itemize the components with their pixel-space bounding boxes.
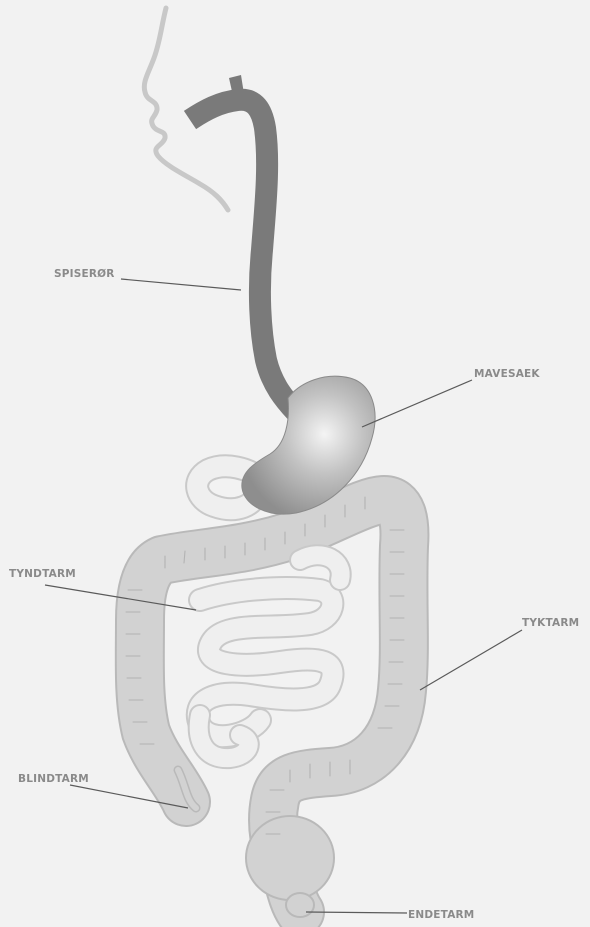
label-endetarm: ENDETARM — [408, 909, 474, 921]
label-mavesaek: MAVESAEK — [474, 368, 540, 380]
mavesaek-leader-line — [362, 380, 472, 427]
esophagus — [190, 75, 296, 412]
label-blindtarm: BLINDTARM — [18, 773, 89, 785]
tyktarm-leader-line — [420, 630, 522, 690]
label-spiseror: SPISERØR — [54, 268, 115, 280]
label-tyndtarm: TYNDTARM — [9, 568, 76, 580]
label-tyktarm: TYKTARM — [522, 617, 579, 629]
spiseror-leader-line — [121, 279, 241, 290]
